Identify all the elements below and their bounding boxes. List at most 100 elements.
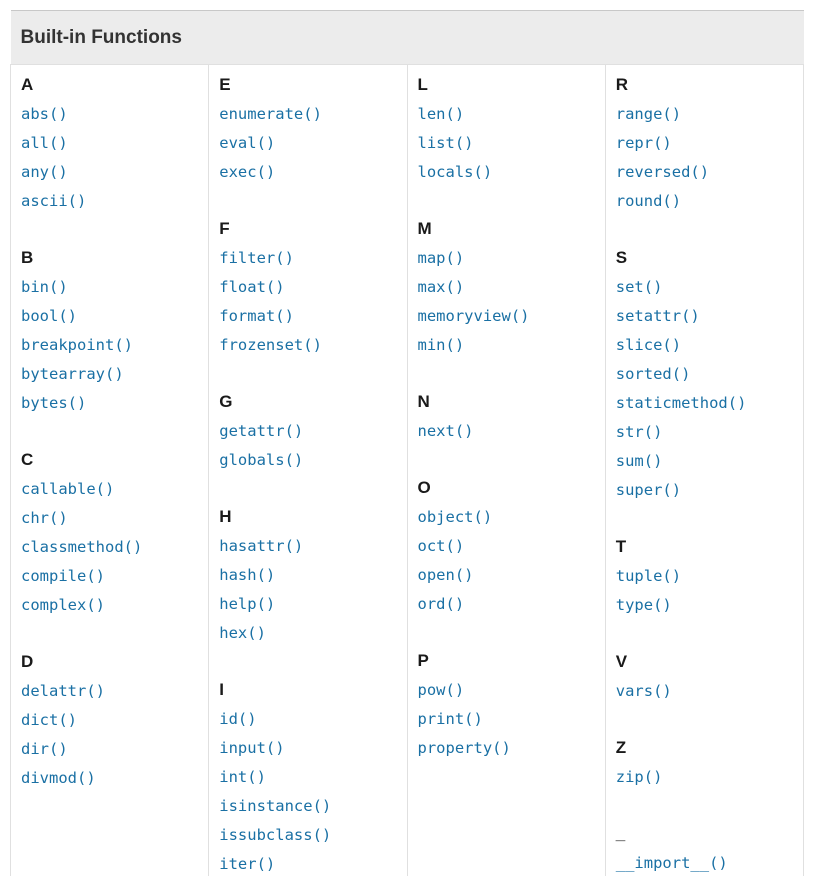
function-link-str[interactable]: str() [615,423,663,441]
function-link-globals[interactable]: globals() [219,451,304,469]
function-link-any[interactable]: any() [21,163,68,181]
section-letter: R [615,75,629,94]
function-link-all[interactable]: all() [21,134,68,152]
function-link-ord[interactable]: ord() [417,595,465,613]
function-link-issubclass[interactable]: issubclass() [219,826,332,844]
function-link-next[interactable]: next() [417,422,474,440]
function-link-getattr[interactable]: getattr() [219,422,304,440]
function-link-round[interactable]: round() [615,192,682,210]
function-link-breakpoint[interactable]: breakpoint() [21,336,133,354]
section-letter: O [417,478,431,497]
function-link-classmethod[interactable]: classmethod() [21,538,143,556]
function-link-ascii[interactable]: ascii() [21,192,87,210]
section-letter: D [21,652,34,671]
function-link-max[interactable]: max() [417,278,465,296]
function-link-setattr[interactable]: setattr() [615,307,700,325]
function-link-int[interactable]: int() [219,768,266,786]
function-link-iter[interactable]: iter() [219,855,276,873]
function-link-oct[interactable]: oct() [417,537,465,555]
function-link-tuple[interactable]: tuple() [615,567,682,585]
function-link-set[interactable]: set() [615,278,663,296]
function-link-bytes[interactable]: bytes() [21,394,87,412]
function-link-complex[interactable]: complex() [21,596,105,614]
section-letter: V [615,652,628,671]
section-letter: H [219,507,232,526]
function-link-print[interactable]: print() [417,710,483,728]
function-link-repr[interactable]: repr() [615,134,672,152]
function-link-open[interactable]: open() [417,566,474,584]
function-link-reversed[interactable]: reversed() [615,163,710,181]
function-link-len[interactable]: len() [417,105,465,123]
function-link-object[interactable]: object() [417,508,493,526]
function-link-dir[interactable]: dir() [21,740,68,758]
section-letter: A [21,75,34,94]
function-link-compile[interactable]: compile() [21,567,105,585]
section-letter: I [219,680,224,699]
function-link-bin[interactable]: bin() [21,278,68,296]
function-link-callable[interactable]: callable() [21,480,115,498]
function-link-bool[interactable]: bool() [21,307,77,325]
function-link-hex[interactable]: hex() [219,624,266,642]
function-link-dict[interactable]: dict() [21,711,77,729]
section-letter: T [615,537,627,556]
function-link-enumerate[interactable]: enumerate() [219,105,322,123]
function-link-help[interactable]: help() [219,595,276,613]
section-letter: N [417,392,430,411]
section-letter: C [21,450,34,469]
function-link-filter[interactable]: filter() [219,249,294,267]
letter-section-_: _ __import__() [616,820,799,876]
function-link-eval[interactable]: eval() [219,134,276,152]
function-link-memoryview[interactable]: memoryview() [417,307,530,325]
function-link-delattr[interactable]: delattr() [21,682,105,700]
function-link-slice[interactable]: slice() [615,336,682,354]
function-link-exec[interactable]: exec() [219,163,276,181]
function-link-float[interactable]: float() [219,278,285,296]
function-link-min[interactable]: min() [417,336,465,354]
function-link-zip[interactable]: zip() [615,768,663,786]
function-link-frozenset[interactable]: frozenset() [219,336,322,354]
section-letter: G [219,392,233,411]
section-letter: M [417,219,432,238]
section-letter: _ [615,824,626,843]
function-link-hash[interactable]: hash() [219,566,276,584]
table-header-row: Built-in Functions [10,10,804,65]
function-link-input[interactable]: input() [219,739,285,757]
section-letter: E [219,75,231,94]
function-link-super[interactable]: super() [615,481,682,499]
function-link-map[interactable]: map() [417,249,465,267]
function-link-sorted[interactable]: sorted() [615,365,691,383]
function-link-__import__[interactable]: __import__() [615,854,728,872]
function-link-range[interactable]: range() [615,105,682,123]
function-link-property[interactable]: property() [417,739,511,757]
function-link-list[interactable]: list() [417,134,474,152]
table-title: Built-in Functions [10,10,804,65]
function-link-divmod[interactable]: divmod() [21,769,96,787]
section-letter: P [417,651,429,670]
function-link-pow[interactable]: pow() [417,681,465,699]
function-link-chr[interactable]: chr() [21,509,68,527]
section-letter: F [219,219,230,238]
function-link-bytearray[interactable]: bytearray() [21,365,124,383]
function-link-type[interactable]: type() [615,596,672,614]
function-link-abs[interactable]: abs() [21,105,68,123]
function-link-staticmethod[interactable]: staticmethod() [615,394,747,412]
function-link-hasattr[interactable]: hasattr() [219,537,304,555]
function-link-locals[interactable]: locals() [417,163,493,181]
function-link-isinstance[interactable]: isinstance() [219,797,332,815]
function-link-sum[interactable]: sum() [615,452,663,470]
function-link-format[interactable]: format() [219,307,294,325]
function-link-vars[interactable]: vars() [615,682,672,700]
function-link-id[interactable]: id() [219,710,257,728]
